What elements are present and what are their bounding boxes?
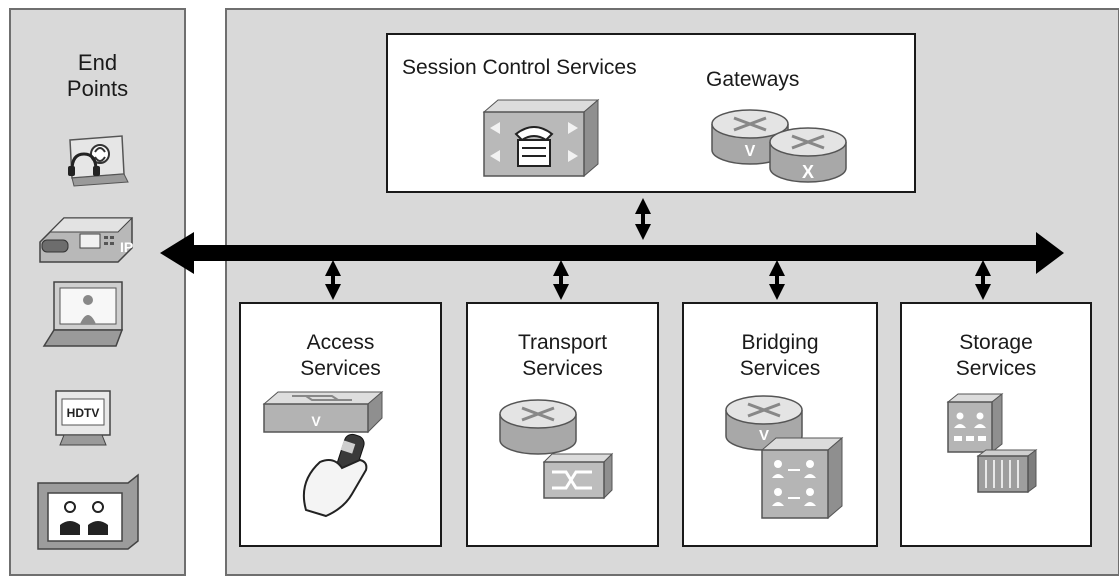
hdtv-icon: HDTV <box>55 390 111 446</box>
hdtv-label: HDTV <box>67 406 100 420</box>
transport-services-label: Transport Services <box>517 331 608 380</box>
transport-services-box: Transport Services <box>466 302 659 547</box>
gateway-v-mark: V <box>745 143 756 160</box>
connector-arrows <box>325 198 991 300</box>
access-switch-v-mark: V <box>311 413 321 429</box>
storage-services-label: Storage Services <box>955 331 1037 380</box>
video-laptop-icon <box>42 281 124 347</box>
router-and-conference-bridge-icon: V <box>725 395 844 520</box>
endpoints-title: End Points <box>66 50 129 101</box>
router-and-optical-switch-icon <box>499 399 614 500</box>
voice-gateway-icon: V X <box>711 109 847 183</box>
bridging-services-label: Bridging Services <box>739 331 821 380</box>
access-services-label: Access Services <box>300 331 381 380</box>
session-control-box: Session Control Services Gateways <box>386 33 916 193</box>
ip-phone-icon: IP <box>39 217 133 263</box>
bridging-router-v-mark: V <box>759 427 769 444</box>
call-manager-icon <box>482 98 600 178</box>
gateways-label: Gateways <box>706 68 800 91</box>
headset-collaboration-icon <box>68 135 129 187</box>
gateway-x-mark: X <box>802 162 814 182</box>
telepresence-room-icon <box>37 473 139 550</box>
ip-label: IP <box>120 239 133 255</box>
storage-array-icon <box>946 392 1038 493</box>
switch-and-mobile-phone-icon: V <box>262 390 384 518</box>
session-control-label: Session Control Services <box>402 56 637 79</box>
